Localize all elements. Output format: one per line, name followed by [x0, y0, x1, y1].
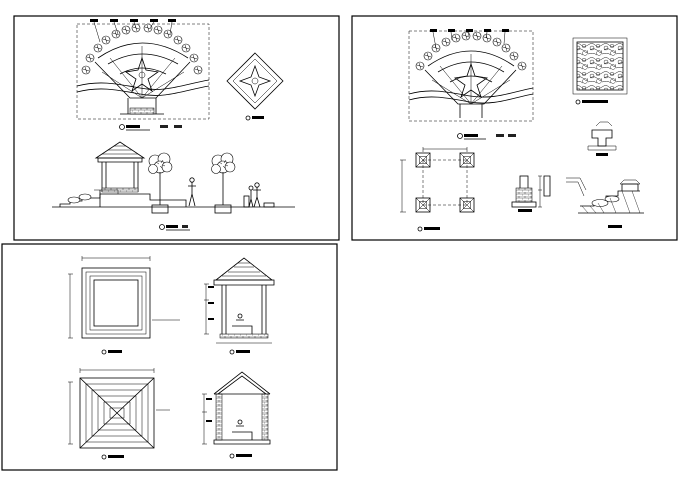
- plan-leader-tags: [90, 19, 176, 43]
- elevation-pavilion: [94, 141, 146, 193]
- elevation-tree-left: [148, 152, 173, 214]
- sheet-2-border: [351, 15, 678, 241]
- sheet-1: [13, 15, 340, 241]
- column-footing-detail: [511, 175, 551, 212]
- sheet-3-border: [1, 243, 338, 471]
- pavilion-roof-plan: [68, 256, 180, 355]
- stair-section-detail: [566, 177, 644, 228]
- elevation-tree-right: [211, 152, 236, 214]
- pavilion-plan-view: [76, 19, 210, 131]
- plan-title-tag: [119, 124, 182, 131]
- pavilion-plan-view-2: [408, 29, 534, 140]
- pavilion-roof-framing-plan: [68, 368, 170, 460]
- sheet-2: [351, 15, 678, 241]
- elevation-steps: [59, 189, 187, 207]
- elevation-title-tag: [159, 224, 190, 231]
- plan-2-title-tag: [457, 133, 516, 140]
- plan-star-ornament: [124, 56, 160, 93]
- stone-paving-detail: [572, 37, 628, 105]
- column-layout-plan: [400, 147, 475, 232]
- bench-section-detail: [587, 121, 617, 156]
- plan-2-leader-tags: [430, 29, 509, 49]
- sheet-3: [1, 243, 338, 471]
- pavilion-front-elevation: [204, 257, 275, 355]
- pavilion-elevation-view: [52, 141, 295, 231]
- elevation-dim-tags: [208, 286, 214, 320]
- pavilion-section: [202, 371, 271, 459]
- star-paving-detail: [226, 52, 284, 121]
- elevation-human-figures: [188, 177, 261, 208]
